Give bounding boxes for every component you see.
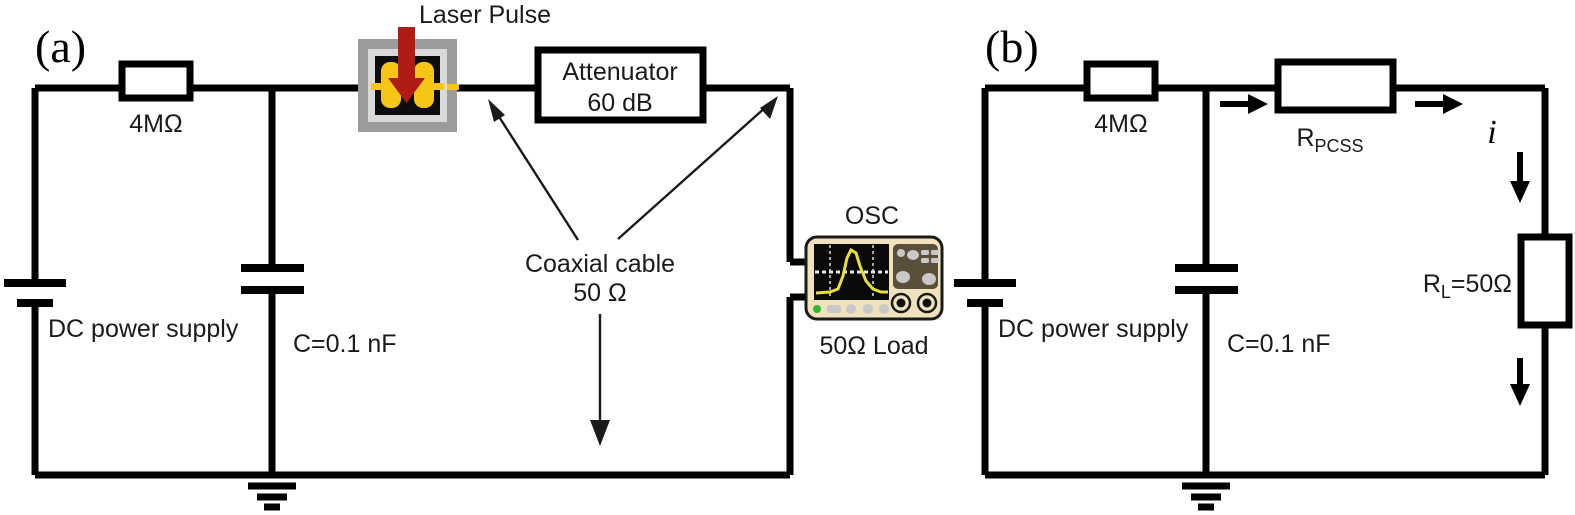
resistor-4mohm-b[interactable] — [1083, 60, 1159, 102]
load-resistor-label: RL=50Ω — [1423, 270, 1512, 302]
coax-label-line1: Coaxial cable — [525, 250, 675, 278]
rpcss-label: RPCSS — [1296, 124, 1363, 156]
current-direction-arrow-right — [1415, 94, 1463, 114]
coax-label-line2: 50 Ω — [573, 279, 626, 307]
panel-a-label: (a) — [35, 21, 86, 72]
laser-pulse-label: Laser Pulse — [419, 1, 551, 29]
attenuator-label-line2: 60 dB — [587, 89, 652, 117]
osc-label: OSC — [845, 202, 899, 230]
coax-callout-arrow-left — [488, 99, 580, 241]
resistor-load-rl[interactable] — [1517, 233, 1573, 329]
attenuator-box[interactable] — [534, 46, 707, 124]
dc-power-supply-label-b: DC power supply — [998, 315, 1189, 343]
oscilloscope-icon[interactable] — [804, 235, 944, 321]
capacitor-label-b: C=0.1 nF — [1227, 330, 1331, 358]
capacitor-label-a: C=0.1 nF — [293, 330, 397, 358]
ground-icon — [248, 482, 296, 511]
load-label-a: 50Ω Load — [819, 332, 928, 360]
coax-callout-arrow-right — [617, 96, 778, 240]
resistor-4mohm-b-label: 4MΩ — [1094, 110, 1147, 138]
resistor-4mohm-a[interactable] — [118, 60, 194, 102]
current-symbol-label: i — [1487, 114, 1496, 151]
current-arrow-down-upper — [1510, 152, 1530, 203]
panel-a: 4MΩ DC power supply C=0.1 nF — [4, 1, 944, 511]
attenuator-label-line1: Attenuator — [562, 58, 677, 86]
laser-pulse-arrow-icon — [388, 27, 425, 103]
resistor-4mohm-a-label: 4MΩ — [129, 110, 182, 138]
current-direction-arrow-left — [1220, 94, 1268, 114]
current-arrow-down-lower — [1510, 358, 1530, 406]
resistor-rpcss[interactable] — [1274, 58, 1397, 114]
panel-b-label: (b) — [985, 21, 1039, 72]
panel-b: 4MΩ RPCSS i — [954, 21, 1573, 511]
dc-power-supply-label-a: DC power supply — [48, 315, 239, 343]
coax-callout-arrow-down — [590, 314, 610, 446]
ground-icon — [1182, 482, 1230, 511]
